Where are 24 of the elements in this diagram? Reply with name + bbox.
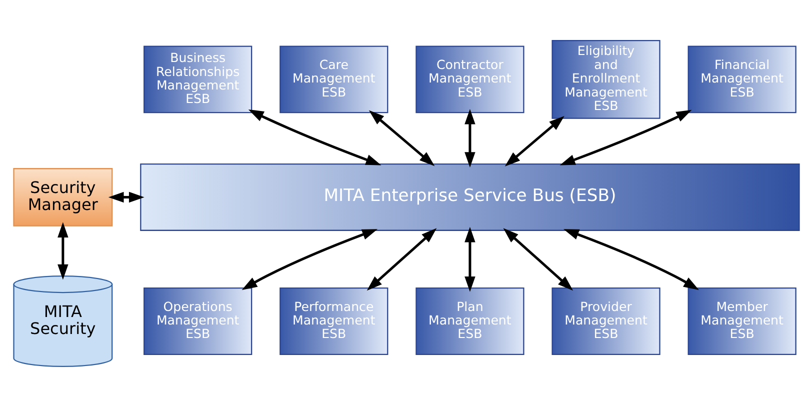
node-box: Contractor Management ESB bbox=[415, 46, 524, 114]
node-box: Provider Management ESB bbox=[551, 288, 660, 355]
arrow bbox=[366, 228, 436, 291]
arrow bbox=[57, 222, 68, 280]
node-box: MITA Enterprise Service Bus (ESB) bbox=[140, 163, 800, 231]
arrow bbox=[464, 108, 475, 168]
arrow bbox=[108, 192, 144, 203]
node-box: Member Management ESB bbox=[687, 288, 796, 355]
arrow bbox=[559, 110, 692, 166]
node-box: Security Manager bbox=[12, 168, 112, 226]
node-box: Care Management ESB bbox=[279, 46, 388, 114]
node-box: Eligibility and Enrollment Management ESB bbox=[551, 40, 660, 119]
arrow bbox=[241, 229, 378, 290]
node-box: Plan Management ESB bbox=[415, 288, 524, 355]
node-box: Business Relationships Management ESB bbox=[143, 46, 252, 114]
node-box: Financial Management ESB bbox=[687, 46, 796, 114]
arrow bbox=[248, 109, 381, 166]
node-box: Performance Management ESB bbox=[279, 288, 388, 355]
node-box: Operations Management ESB bbox=[143, 288, 252, 355]
arrow bbox=[464, 226, 475, 292]
arrow bbox=[368, 110, 434, 166]
arrow bbox=[504, 116, 564, 166]
arrow bbox=[502, 228, 573, 291]
arrow bbox=[563, 229, 698, 290]
